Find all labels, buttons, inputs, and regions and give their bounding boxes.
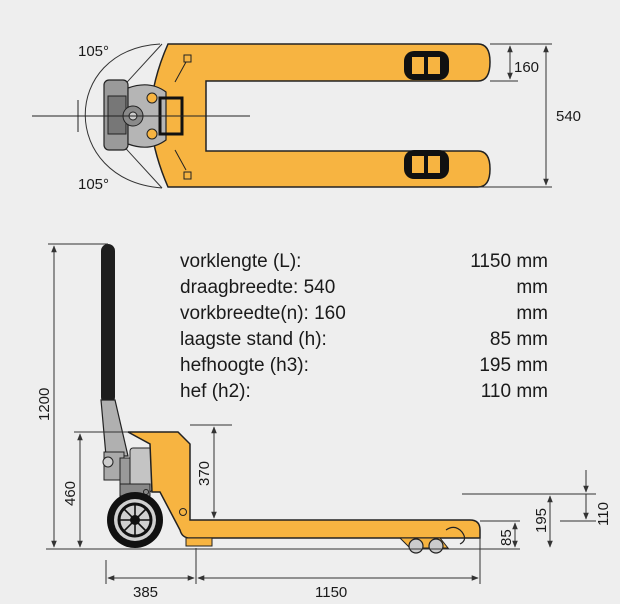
frame-bolt-top: [183, 54, 192, 63]
spec-value-fork-length: 1150 mm: [470, 251, 548, 272]
fork-roller-bottom: [404, 150, 449, 179]
rear-length-label: 385: [133, 584, 158, 601]
steering-wheel-side-view: [107, 492, 163, 548]
spec-label-lift-height: hefhoogte (h3):: [180, 355, 309, 376]
frame-bolt-bottom: [183, 171, 192, 180]
spec-value-fork-width: mm: [516, 303, 548, 324]
fork-length-label: 1150: [315, 584, 347, 601]
lift-height-label: 195: [533, 508, 550, 533]
lift-stroke-label: 110: [595, 502, 612, 526]
spec-label-fork-width: vorkbreedte(n): 160: [180, 303, 346, 324]
spec-label-fork-length: vorklengte (L):: [180, 251, 302, 272]
spec-label-lowest-position: laagste stand (h):: [180, 329, 327, 350]
frame-height-label: 460: [62, 481, 79, 506]
top-view: 105° 105° 160 540: [32, 43, 581, 193]
pump-unit: [102, 447, 153, 497]
chassis-side-view: [127, 431, 481, 539]
angle-label-bottom: 105°: [78, 176, 109, 193]
spec-label-lift: hef (h2):: [180, 381, 251, 402]
spec-value-lift: 110 mm: [480, 381, 548, 402]
spec-label-carrying-width: draagbreedte: 540: [180, 277, 336, 298]
handle-bar: [101, 244, 115, 404]
spec-value-lowest-position: 85 mm: [489, 329, 548, 350]
lowest-height-label: 85: [498, 529, 515, 546]
spec-value-carrying-width: mm: [516, 277, 548, 298]
side-view: 1200 460 370 85 195 110: [36, 243, 612, 601]
fork-width-label: 160: [514, 59, 539, 76]
overall-width-label: 540: [556, 108, 581, 125]
handle-lower: [100, 399, 129, 457]
fork-roller-top: [404, 51, 449, 80]
swing-arc: [84, 43, 163, 189]
spec-value-lift-height: 195 mm: [479, 355, 548, 376]
lift-point-label: 370: [196, 461, 213, 486]
handle-height-label: 1200: [36, 388, 53, 421]
angle-label-top: 105°: [78, 43, 109, 60]
